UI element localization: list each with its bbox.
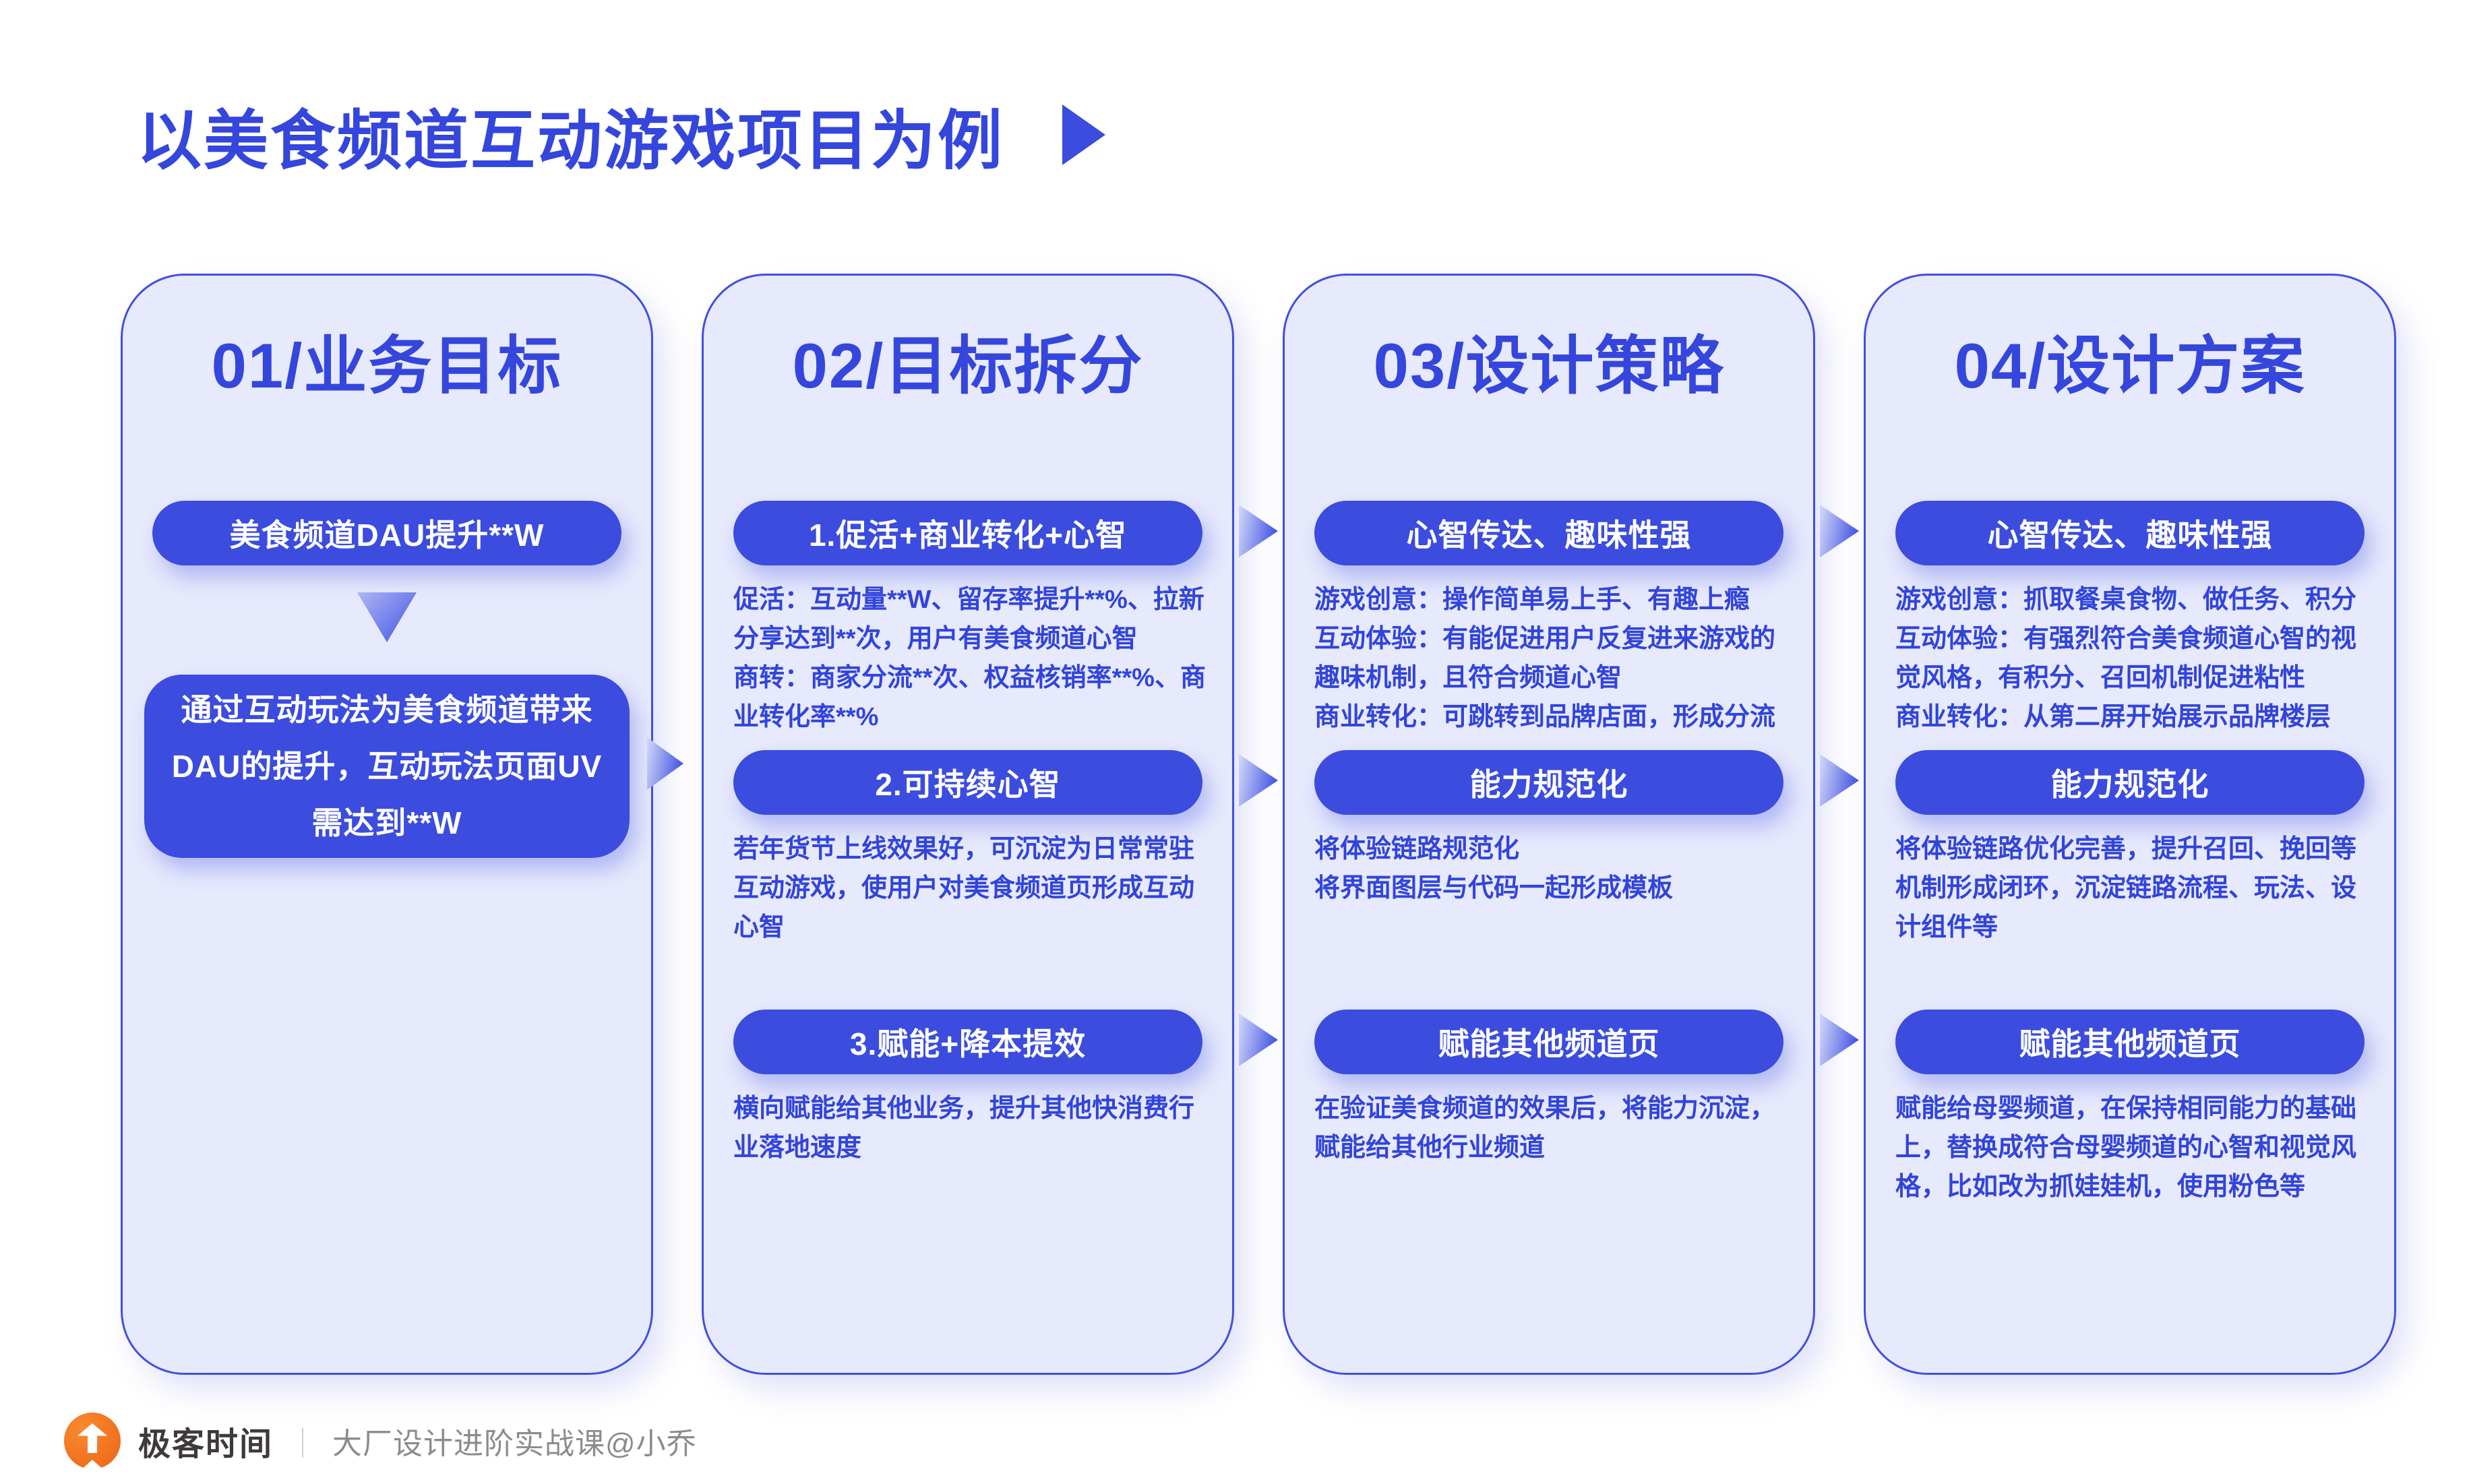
- card-2-pill-2: 2.可持续心智: [733, 750, 1202, 815]
- card-4-pill-2: 能力规范化: [1895, 750, 2365, 815]
- card-4-body-2: 将体验链路优化完善，提升召回、挽回等机制形成闭环，沉淀链路流程、玩法、设计组件等: [1895, 835, 2357, 941]
- arrow-right-icon-card3-card4-row3: [1820, 1014, 1859, 1066]
- card-2-body-1: 促活：互动量**W、留存率提升**%、拉新分享达到**次，用户有美食频道心智 商…: [733, 586, 1206, 731]
- arrow-right-icon-card2-card3-row3: [1239, 1014, 1278, 1066]
- card-4-body-1: 游戏创意：抓取餐桌食物、做任务、积分 互动体验：有强烈符合美食频道心智的视觉风格…: [1895, 586, 2357, 731]
- card-4-pill-1: 心智传达、趣味性强: [1895, 501, 2365, 565]
- card-3-body-2: 将体验链路规范化 将界面图层与代码一起形成模板: [1314, 835, 1674, 902]
- brand-name: 极客时间: [138, 1427, 274, 1462]
- arrow-right-icon-card2-card3-row1: [1239, 505, 1278, 557]
- card-design-plan: 04/设计方案 心智传达、趣味性强 游戏创意：抓取餐桌食物、做任务、积分 互动体…: [1864, 274, 2396, 1375]
- arrow-right-icon-card2-card3-row2: [1239, 754, 1278, 807]
- title-row: 以美食频道互动游戏项目为例: [137, 94, 1105, 177]
- footer-separator: ｜: [288, 1427, 318, 1460]
- arrow-right-icon-card3-card4-row1: [1820, 505, 1859, 557]
- play-triangle-icon: [1062, 104, 1105, 165]
- card-business-goal: 01/业务目标 美食频道DAU提升**W 通过互动玩法为美食频道带来DAU的提升…: [121, 274, 653, 1375]
- card-4-pill-3: 赋能其他频道页: [1895, 1010, 2365, 1074]
- card-1-header: 01/业务目标: [211, 330, 563, 401]
- arrow-down-icon: [357, 592, 417, 642]
- card-2-body-3: 横向赋能给其他业务，提升其他快消费行业落地速度: [733, 1094, 1195, 1162]
- card-3-pill-3: 赋能其他频道页: [1314, 1010, 1783, 1074]
- card-2-body-2: 若年货节上线效果好，可沉淀为日常常驻互动游戏，使用户对美食频道页形成互动心智: [733, 835, 1195, 941]
- card-goal-breakdown: 02/目标拆分 1.促活+商业转化+心智 促活：互动量**W、留存率提升**%、…: [702, 274, 1234, 1375]
- card-4-body-3: 赋能给母婴频道，在保持相同能力的基础上，替换成符合母婴频道的心智和视觉风格，比如…: [1895, 1094, 2357, 1201]
- course-name: 大厂设计进阶实战课@小乔: [332, 1427, 697, 1460]
- arrow-right-icon-card1-card2: [647, 737, 683, 790]
- arrow-right-icon-card3-card4-row2: [1820, 754, 1859, 807]
- card-1-goal-block: 通过互动玩法为美食频道带来DAU的提升，互动玩法页面UV需达到**W: [144, 675, 630, 858]
- page-title: 以美食频道互动游戏项目为例: [137, 104, 1004, 177]
- card-2-pill-3: 3.赋能+降本提效: [733, 1010, 1202, 1074]
- card-4-header: 04/设计方案: [1954, 330, 2306, 401]
- card-1-goal-pill: 美食频道DAU提升**W: [152, 501, 621, 565]
- card-2-pill-1: 1.促活+商业转化+心智: [733, 501, 1202, 565]
- card-design-strategy: 03/设计策略 心智传达、趣味性强 游戏创意：操作简单易上手、有趣上瘾 互动体验…: [1283, 274, 1815, 1375]
- card-3-pill-2: 能力规范化: [1314, 750, 1783, 815]
- card-3-body-1: 游戏创意：操作简单易上手、有趣上瘾 互动体验：有能促进用户反复进来游戏的趣味机制…: [1314, 586, 1776, 731]
- geektime-logo-icon: [64, 1413, 121, 1471]
- footer: 极客时间 ｜ 大厂设计进阶实战课@小乔: [64, 1413, 697, 1471]
- card-3-header: 03/设计策略: [1373, 330, 1725, 401]
- card-3-body-3: 在验证美食频道的效果后，将能力沉淀，赋能给其他行业频道: [1314, 1094, 1776, 1162]
- card-3-pill-1: 心智传达、趣味性强: [1314, 501, 1783, 565]
- card-2-header: 02/目标拆分: [792, 330, 1144, 401]
